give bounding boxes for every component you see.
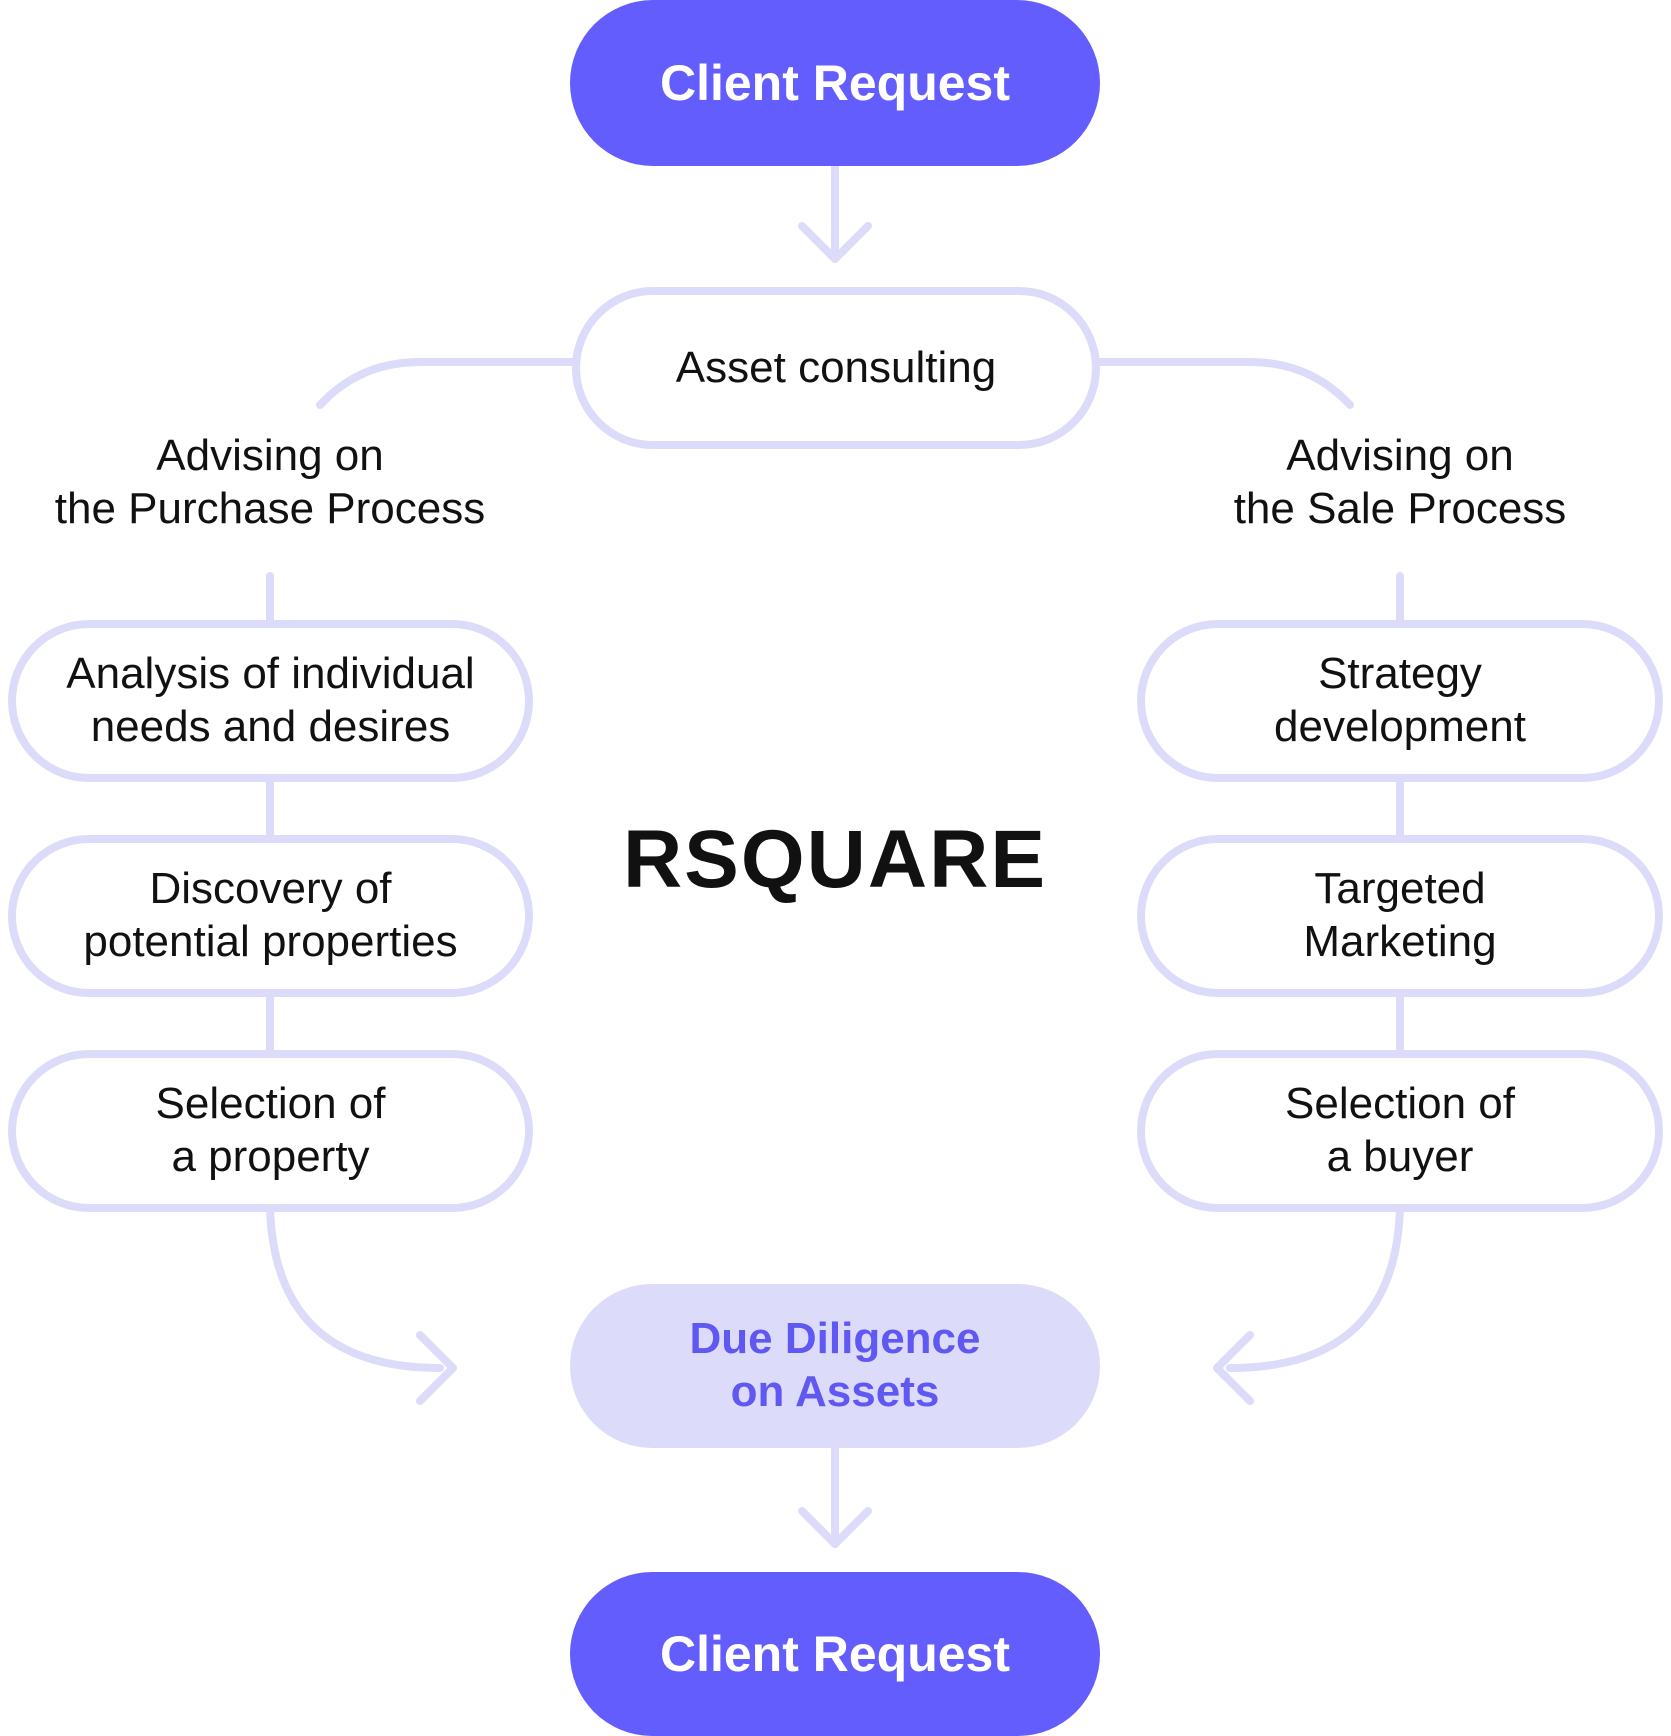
connector-consulting-to-sale [1092,358,1354,409]
sale-step-selection-line2: a buyer [1326,1132,1474,1181]
purchase-step-selection: Selection of a property [8,1050,533,1212]
connector-sale-to-due-diligence [1226,1204,1404,1372]
purchase-step-selection-line2: a property [171,1132,370,1181]
due-diligence-line1: Due Diligence [689,1314,981,1364]
sale-step-marketing-line1: Targeted [1314,864,1486,914]
client-request-bottom-label: Client Request [659,1626,1011,1682]
sale-branch-label-line1: Advising on [1286,431,1514,480]
purchase-branch-label-line2: the Purchase Process [54,483,486,533]
sale-step-marketing-line2: Marketing [1303,917,1497,966]
sale-step-selection-line1: Selection of [1285,1079,1515,1129]
arrowhead-right-icon [416,1331,457,1405]
due-diligence-line2: on Assets [730,1367,940,1416]
connector-consulting-to-purchase [316,358,579,409]
due-diligence-node: Due Diligence on Assets [570,1284,1100,1448]
client-request-top-label: Client Request [659,55,1011,111]
arrowhead-down-icon [798,1507,872,1548]
purchase-step-discovery-line1: Discovery of [149,864,392,914]
purchase-step-analysis: Analysis of individual needs and desires [8,620,533,782]
asset-consulting-node: Asset consulting [572,287,1100,449]
sale-step-strategy-line1: Strategy [1318,649,1482,699]
purchase-step-discovery: Discovery of potential properties [8,835,533,997]
sale-step-strategy-line2: development [1274,702,1526,751]
client-request-bottom: Client Request [570,1572,1100,1736]
purchase-step-analysis-line1: Analysis of individual [66,649,475,699]
sale-step-strategy: Strategy development [1137,620,1663,782]
arrowhead-down-icon [798,222,872,263]
rsquare-logo: RSQUARE [622,814,1048,905]
asset-consulting-label: Asset consulting [675,342,997,392]
sale-step-marketing: Targeted Marketing [1137,835,1663,997]
connector-purchase-to-due-diligence [266,1204,444,1372]
client-request-top: Client Request [570,0,1100,166]
purchase-branch-label-line1: Advising on [156,431,384,480]
sale-step-selection: Selection of a buyer [1137,1050,1663,1212]
purchase-step-discovery-line2: potential properties [83,917,458,966]
purchase-branch-label: Advising on the Purchase Process [30,430,510,536]
purchase-step-analysis-line2: needs and desires [90,702,451,751]
sale-branch-label: Advising on the Sale Process [1160,430,1640,536]
purchase-step-selection-line1: Selection of [155,1079,386,1129]
sale-branch-label-line2: the Sale Process [1233,483,1567,533]
arrowhead-left-icon [1213,1331,1254,1405]
